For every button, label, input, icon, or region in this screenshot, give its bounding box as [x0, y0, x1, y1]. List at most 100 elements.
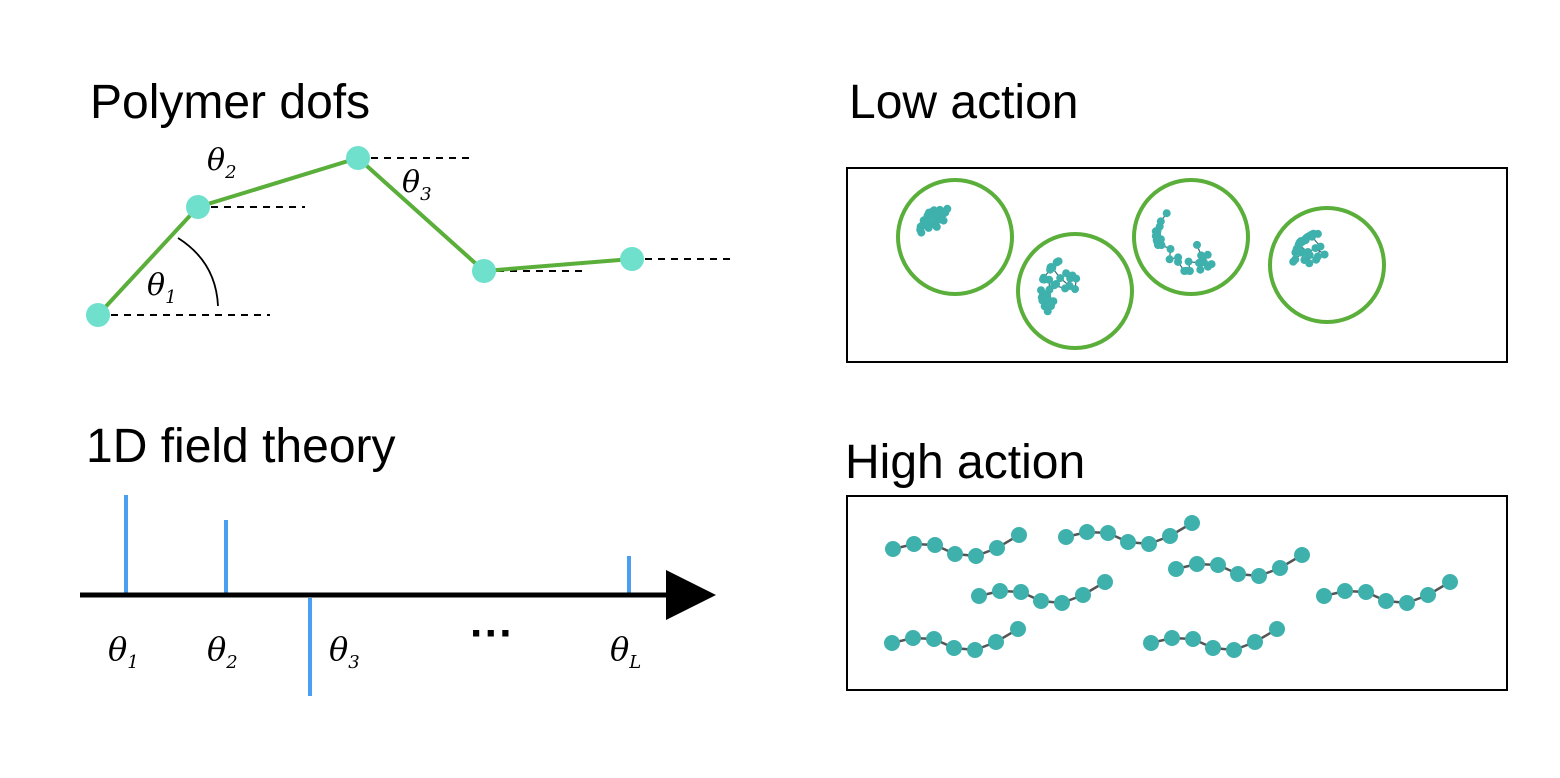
polymer-beads [86, 146, 644, 327]
globule-bead [934, 215, 943, 224]
extended-chain [1143, 621, 1285, 658]
chain-bead [1058, 529, 1074, 545]
chain-bead [1294, 547, 1310, 563]
globule-bead [935, 205, 944, 214]
chain-bead [906, 536, 922, 552]
globule-bead [1305, 251, 1314, 260]
site-label-3: θ3 [329, 630, 360, 673]
chain-bead [1358, 584, 1374, 600]
globules [896, 178, 1386, 350]
globule-bead [1037, 286, 1045, 295]
globule-bead [1185, 267, 1194, 275]
chain-bead [1272, 560, 1288, 576]
chain-bead [1143, 635, 1159, 651]
chain-bead [1141, 536, 1157, 552]
chain-bead [1100, 525, 1116, 541]
globule-bead [1184, 257, 1193, 266]
bead-1 [86, 303, 110, 327]
chain-bead [1011, 527, 1027, 543]
globule-ring [1016, 232, 1134, 350]
angle-label-3: θ3 [402, 165, 432, 205]
globule-bead [1162, 209, 1171, 218]
globule-bead [1296, 248, 1305, 257]
globule [1132, 178, 1250, 296]
chain-bead [1168, 561, 1184, 577]
globule-bead [1052, 280, 1061, 288]
chain-bead [1230, 566, 1246, 582]
chain-bead [926, 631, 942, 647]
angle-label-2: θ2 [207, 143, 237, 183]
chain-bead [1185, 631, 1201, 647]
polymer-panel: Polymer dofs θ1 θ2 θ3 [86, 76, 735, 327]
bead-2 [186, 195, 210, 219]
chain-bead [1054, 595, 1070, 611]
globule [1268, 206, 1386, 324]
globule-bead [1047, 263, 1055, 271]
polymer-title: Polymer dofs [90, 76, 370, 129]
globule-bead [1061, 284, 1070, 293]
extended-chain [1058, 515, 1200, 552]
globule-bead [1193, 240, 1201, 249]
chain-bead [967, 642, 983, 658]
chain-bead [885, 541, 901, 557]
globule-bead [1174, 257, 1182, 266]
globule-ring [1132, 178, 1250, 296]
globule-bead [1291, 255, 1300, 264]
angle-label-1: θ1 [147, 268, 177, 308]
chain-bead [1164, 630, 1180, 646]
field-ellipsis: ··· [470, 609, 514, 658]
chain-bead [1337, 583, 1353, 599]
globule-bead [1165, 255, 1174, 264]
bead-5 [620, 247, 644, 271]
extended-chain [1168, 547, 1310, 584]
extended-chain [885, 527, 1027, 564]
globule-bead [1151, 227, 1160, 236]
chain-bead [989, 540, 1005, 556]
globule-ring [896, 178, 1014, 296]
chain-bead [884, 635, 900, 651]
globule-bead [1066, 274, 1075, 283]
globule-bead [1207, 260, 1216, 269]
chain-bead [1079, 524, 1095, 540]
extended-chains [884, 515, 1458, 658]
bead-4 [472, 259, 496, 283]
chain-bead [1075, 587, 1091, 603]
chain-bead [1378, 593, 1394, 609]
chain-bead [1097, 574, 1113, 590]
chain-bead [1162, 528, 1178, 544]
globule-bead [931, 221, 940, 230]
globule-bead [925, 219, 934, 228]
globule-bead [1296, 237, 1305, 246]
field-bars [124, 495, 631, 696]
globule-bead [1153, 234, 1162, 243]
extended-chain [971, 574, 1113, 611]
globule-bead [943, 204, 952, 213]
chain-bead [1189, 556, 1205, 572]
globule-bead [1300, 256, 1309, 264]
globule-bead [1157, 241, 1166, 250]
chain-bead [968, 548, 984, 564]
chain-bead [1010, 621, 1026, 637]
site-label-1: θ1 [108, 630, 139, 673]
site-label-L: θL [610, 630, 641, 673]
chain-bead [971, 588, 987, 604]
field-title: 1D field theory [86, 420, 396, 473]
high-action-panel: High action [845, 436, 1508, 691]
low-action-title: Low action [849, 76, 1078, 129]
globule-ring [1268, 206, 1386, 324]
chain-bead [988, 634, 1004, 650]
high-action-title: High action [845, 436, 1085, 489]
chain-bead [1184, 515, 1200, 531]
extended-chain [1316, 574, 1458, 611]
field-panel: 1D field theory θ1 θ2 θ3 θL ··· [80, 420, 716, 696]
low-action-panel: Low action [846, 76, 1508, 363]
globule-bead [1312, 255, 1321, 264]
globule-bead [1203, 250, 1212, 259]
chain-bead [905, 630, 921, 646]
chain-bead [992, 583, 1008, 599]
globule-bead [1045, 285, 1054, 294]
chain-bead [947, 546, 963, 562]
globule-bead [1056, 274, 1065, 283]
globule-bead [1071, 285, 1079, 294]
